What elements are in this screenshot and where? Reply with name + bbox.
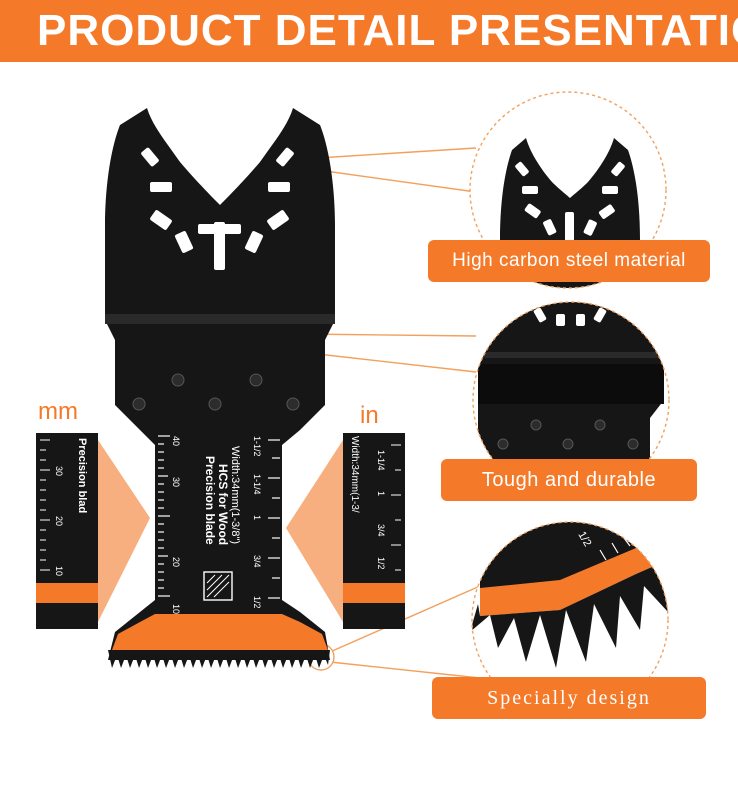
blade-text-line1: Precision blade (203, 456, 217, 545)
inch-detail-text: Width:34mm(1-3/ (349, 436, 360, 513)
header-banner (0, 0, 738, 62)
inch-unit-label: in (360, 402, 379, 429)
page-title: PRODUCT DETAIL PRESENTATION (37, 6, 738, 55)
callout-tough-durable: Tough and durable (441, 459, 697, 501)
inch-tick-label: 3/4 (252, 555, 262, 568)
mm-detail-tick: 20 (54, 516, 64, 526)
inch-tick-label: 1 (252, 515, 262, 520)
blade-text-line3: Width:34mm(1-3/8") (229, 446, 241, 544)
inch-tick-label: 1-1/4 (252, 474, 262, 495)
mm-tick-label: 40 (171, 436, 181, 446)
mm-projection (98, 440, 150, 622)
callout-steel-material: High carbon steel material (428, 240, 710, 282)
inch-detail-tick: 1 (376, 491, 386, 496)
mm-detail-tick: 10 (54, 566, 64, 576)
callout-special-design: Specially design (432, 677, 706, 719)
inch-detail-strip: 1-1/4 1 3/4 1/2 Width:34mm(1-3/ (343, 433, 405, 629)
mm-tick-label: 20 (171, 557, 181, 567)
mm-detail-strip: 30 20 10 Precision blad (36, 433, 98, 629)
mm-unit-label: mm (38, 398, 78, 425)
inch-detail-tick: 1/2 (376, 557, 386, 570)
inch-tick-label: 1/2 (252, 596, 262, 609)
mm-tick-label: 10 (171, 604, 181, 614)
inch-projection (286, 440, 343, 622)
mm-detail-text: Precision blad (76, 438, 88, 513)
inch-detail-tick: 3/4 (376, 524, 386, 537)
inch-detail-tick: 1-1/4 (376, 450, 386, 471)
mm-detail-tick: 30 (54, 466, 64, 476)
wood-logo (203, 571, 233, 601)
blade-text-line2: HCS for Wood (216, 464, 230, 545)
main-blade: 40 30 20 10 1-1/2 1-1/4 1 3/4 1/2 Precis… (105, 108, 335, 668)
callout-lines (299, 147, 481, 679)
inch-tick-label: 1-1/2 (252, 436, 262, 457)
mm-tick-label: 30 (171, 477, 181, 487)
